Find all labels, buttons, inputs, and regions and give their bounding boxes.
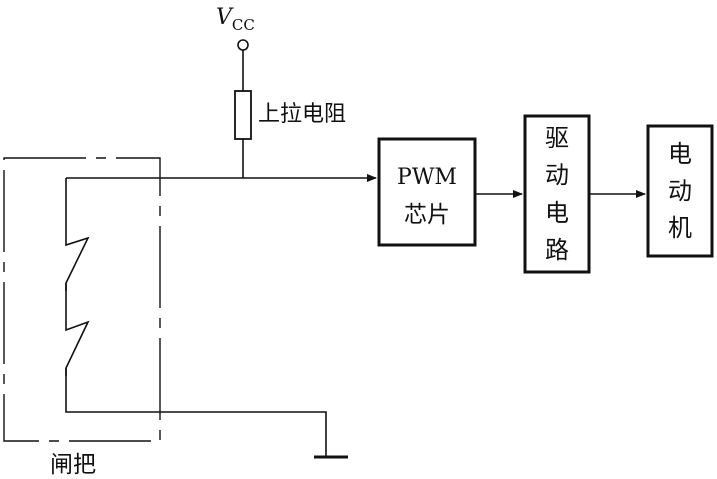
pwm-chip-label-line1: PWM: [397, 165, 457, 190]
pwm-chip-block: [377, 137, 477, 247]
driver-circuit-block: [523, 114, 591, 274]
pullup-resistor-label: 上拉电阻: [258, 102, 346, 127]
driver-label-char1: 驱: [545, 124, 569, 152]
motor-label-char1: 电: [668, 140, 692, 168]
motor-label-char2: 动: [668, 177, 692, 205]
handle-label: 闸把: [50, 452, 96, 478]
pullup-resistor: [234, 90, 252, 140]
driver-label-char4: 路: [545, 236, 569, 264]
vcc-label: VCC: [216, 5, 255, 34]
vcc-subscript: CC: [232, 16, 255, 34]
vcc-terminal: [237, 39, 249, 51]
motor-block: [646, 124, 714, 258]
pwm-chip-label-line2: 芯片: [404, 202, 450, 228]
motor-label-char3: 机: [668, 214, 692, 242]
driver-label-char2: 动: [545, 161, 569, 189]
handle-enclosure: [3, 157, 161, 442]
driver-label-char3: 电: [545, 199, 569, 227]
switch-chain: [65, 178, 327, 456]
